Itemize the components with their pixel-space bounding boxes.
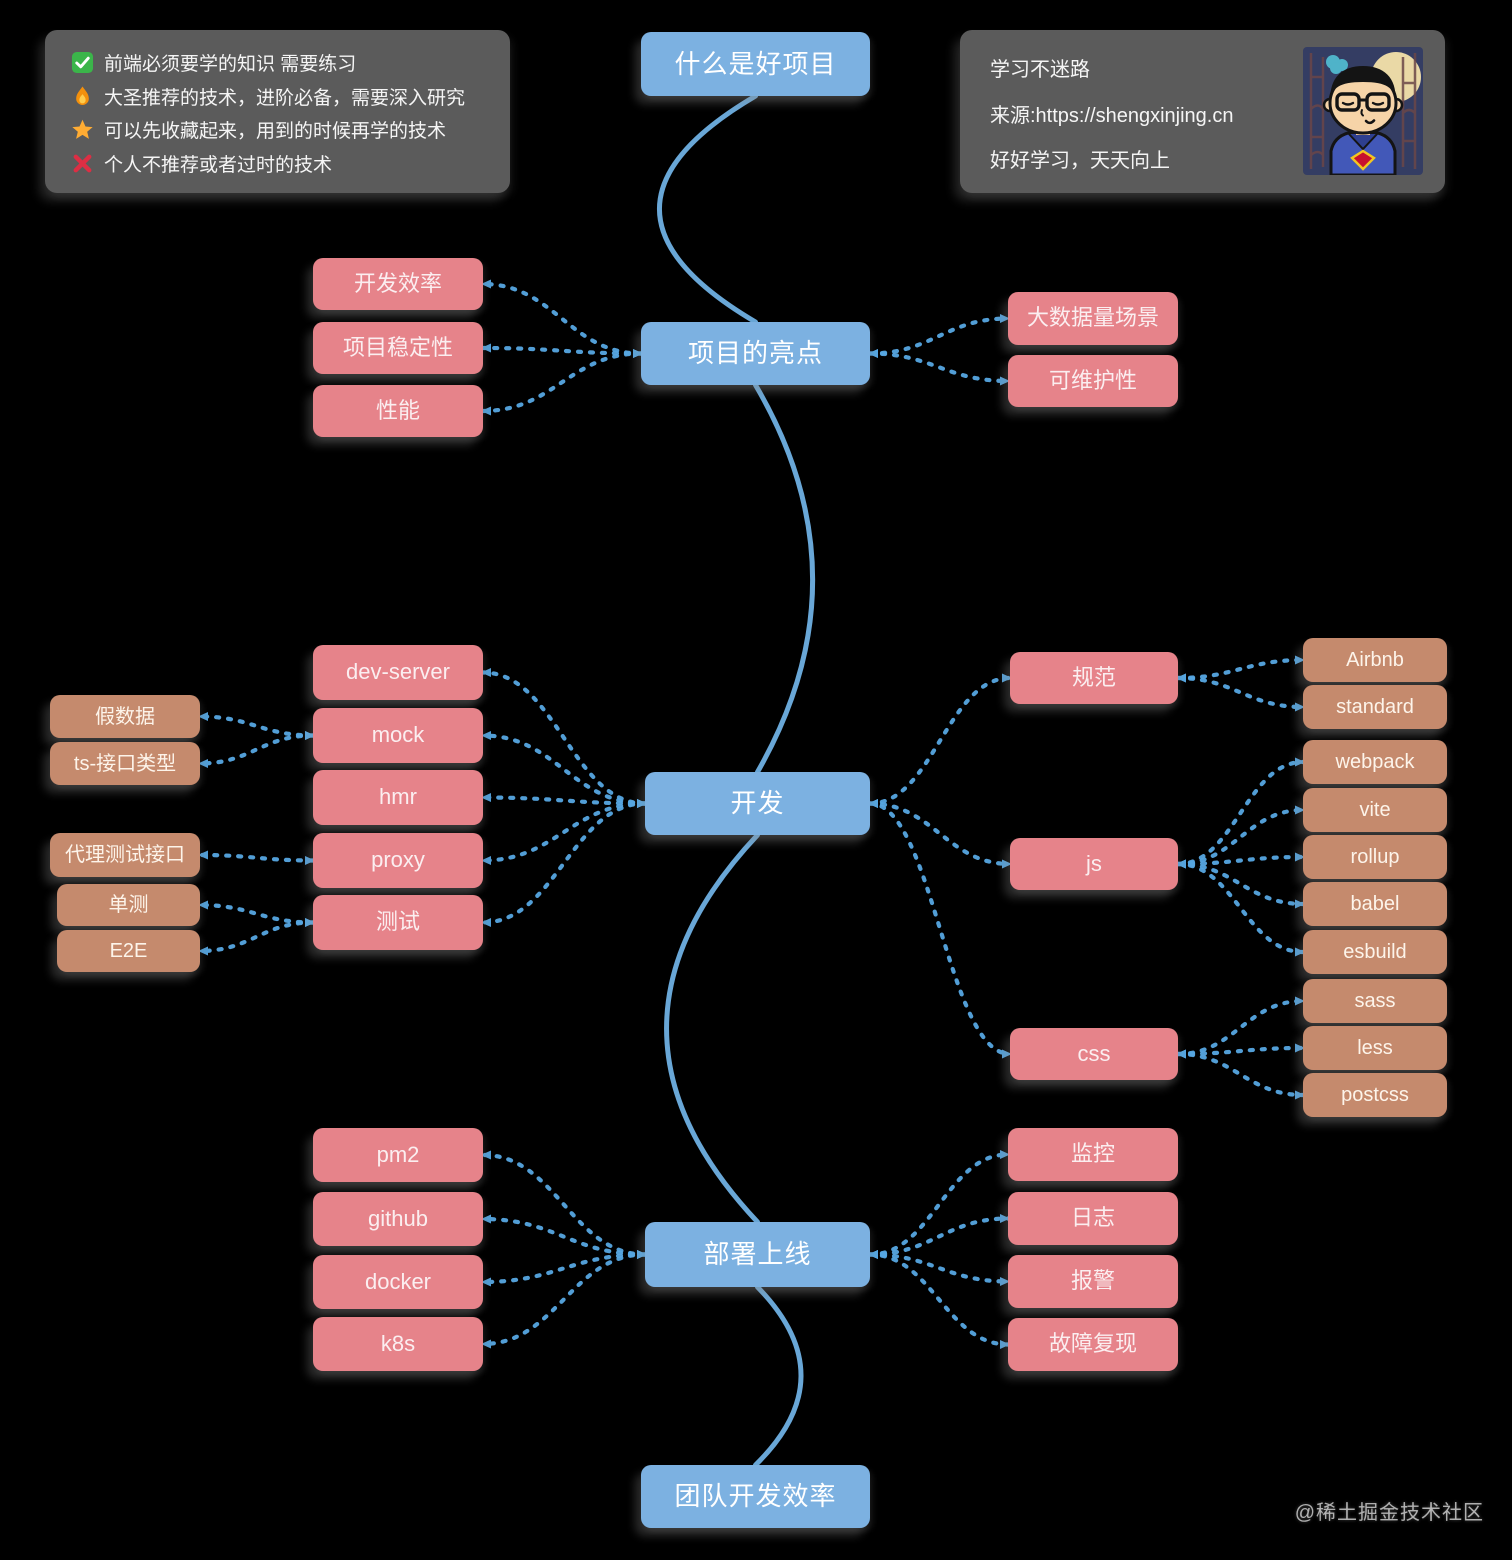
- node-root[interactable]: 什么是好项目: [641, 32, 870, 96]
- edge-deploy-replay: [867, 1250, 1011, 1349]
- edge-deploy-team: [753, 1284, 804, 1468]
- node-pm2[interactable]: pm2: [313, 1128, 483, 1182]
- node-replay[interactable]: 故障复现: [1008, 1318, 1178, 1371]
- node-xingneng[interactable]: 性能: [313, 385, 483, 437]
- info-slogan: 学习不迷路: [990, 59, 1090, 81]
- fire-icon: [76, 86, 89, 105]
- node-monitor[interactable]: 监控: [1008, 1128, 1178, 1181]
- edge-dev-mock: [480, 731, 648, 808]
- edge-deploy-alarm: [867, 1250, 1011, 1286]
- node-bigdata[interactable]: 大数据量场景: [1008, 292, 1178, 345]
- node-fake[interactable]: 假数据: [50, 695, 200, 738]
- edge-highlight-bigdata: [867, 314, 1011, 358]
- legend-item: 可以先收藏起来，用到的时候再学的技术: [71, 116, 492, 143]
- node-airbnb[interactable]: Airbnb: [1303, 638, 1447, 682]
- node-hmr[interactable]: hmr: [313, 770, 483, 825]
- legend-text: 大圣推荐的技术，进阶必备，需要深入研究: [104, 87, 466, 109]
- node-mock[interactable]: mock: [313, 708, 483, 763]
- node-esbuild[interactable]: esbuild: [1303, 930, 1447, 974]
- edge-dev-css: [867, 799, 1013, 1059]
- node-team[interactable]: 团队开发效率: [641, 1465, 870, 1528]
- info-motto: 好好学习，天天向上: [990, 150, 1170, 172]
- node-less[interactable]: less: [1303, 1026, 1447, 1070]
- legend-panel: 前端必须要学的知识 需要练习 大圣推荐的技术，进阶必备，需要深入研究 可以先收藏…: [45, 30, 510, 193]
- node-devserver[interactable]: dev-server: [313, 645, 483, 700]
- node-rollup[interactable]: rollup: [1303, 835, 1447, 879]
- edge-dev-proxy: [480, 799, 648, 865]
- node-unittest[interactable]: 单测: [57, 884, 200, 926]
- node-deploy[interactable]: 部署上线: [645, 1222, 870, 1287]
- edge-dev-deploy: [664, 832, 760, 1225]
- edge-highlight-weihu: [867, 349, 1011, 386]
- cross-icon: [73, 154, 92, 173]
- edge-deploy-pm2: [480, 1150, 648, 1259]
- edge-test-e2e: [197, 918, 316, 956]
- edge-deploy-log: [867, 1214, 1011, 1259]
- edge-css-less: [1175, 1043, 1306, 1059]
- check-badge-icon: [71, 51, 94, 74]
- node-github[interactable]: github: [313, 1192, 483, 1246]
- node-alarm[interactable]: 报警: [1008, 1255, 1178, 1308]
- edge-proxy-proxytest: [197, 850, 316, 865]
- node-highlight[interactable]: 项目的亮点: [641, 322, 870, 385]
- node-tstype[interactable]: ts-接口类型: [50, 742, 200, 785]
- node-log[interactable]: 日志: [1008, 1192, 1178, 1245]
- legend-text: 可以先收藏起来，用到的时候再学的技术: [104, 121, 447, 143]
- node-babel[interactable]: babel: [1303, 882, 1447, 926]
- node-guifan[interactable]: 规范: [1010, 652, 1178, 704]
- edge-highlight-xiaolv: [480, 279, 644, 358]
- watermark: @稀土掘金技术社区: [1294, 1502, 1484, 1524]
- node-webpack[interactable]: webpack: [1303, 740, 1447, 784]
- edge-deploy-monitor: [867, 1150, 1011, 1259]
- node-weihu[interactable]: 可维护性: [1008, 355, 1178, 407]
- edge-root-highlight: [656, 93, 758, 325]
- info-panel: 学习不迷路 来源:https://shengxinjing.cn 好好学习，天天…: [960, 30, 1445, 193]
- node-sass[interactable]: sass: [1303, 979, 1447, 1023]
- node-test[interactable]: 测试: [313, 895, 483, 950]
- node-xiaolv[interactable]: 开发效率: [313, 258, 483, 310]
- star-icon: [72, 120, 93, 140]
- edge-js-rollup: [1175, 852, 1306, 869]
- legend-item: 个人不推荐或者过时的技术: [71, 150, 492, 177]
- avatar: [1303, 47, 1423, 175]
- edge-test-unittest: [197, 900, 316, 927]
- edge-guifan-airbnb: [1175, 655, 1306, 683]
- edge-highlight-dev: [753, 382, 816, 775]
- node-dev[interactable]: 开发: [645, 772, 870, 835]
- edge-js-esbuild: [1175, 859, 1306, 957]
- edge-highlight-xingneng: [480, 349, 644, 416]
- node-postcss[interactable]: postcss: [1303, 1073, 1447, 1117]
- edge-js-babel: [1175, 859, 1306, 909]
- edge-css-postcss: [1175, 1049, 1306, 1100]
- node-e2e[interactable]: E2E: [57, 930, 200, 972]
- edge-dev-guifan: [867, 673, 1013, 808]
- edge-dev-test: [480, 799, 648, 927]
- legend-item: 前端必须要学的知识 需要练习: [71, 49, 492, 76]
- node-js[interactable]: js: [1010, 838, 1178, 890]
- node-proxy[interactable]: proxy: [313, 833, 483, 888]
- legend-item: 大圣推荐的技术，进阶必备，需要深入研究: [71, 83, 492, 110]
- info-source-url: 来源:https://shengxinjing.cn: [990, 104, 1234, 127]
- edge-js-vite: [1175, 805, 1306, 869]
- node-wending[interactable]: 项目稳定性: [313, 322, 483, 374]
- legend-text: 前端必须要学的知识 需要练习: [104, 54, 357, 75]
- edge-mock-tstype: [197, 731, 316, 768]
- node-proxytest[interactable]: 代理测试接口: [50, 833, 200, 877]
- edge-css-sass: [1175, 996, 1306, 1059]
- node-k8s[interactable]: k8s: [313, 1317, 483, 1371]
- edge-mock-fake: [197, 712, 316, 740]
- legend-text: 个人不推荐或者过时的技术: [104, 154, 333, 176]
- edge-guifan-standard: [1175, 673, 1306, 712]
- node-standard[interactable]: standard: [1303, 685, 1447, 729]
- node-docker[interactable]: docker: [313, 1255, 483, 1309]
- node-vite[interactable]: vite: [1303, 788, 1447, 832]
- edge-deploy-k8s: [480, 1250, 648, 1349]
- node-css[interactable]: css: [1010, 1028, 1178, 1080]
